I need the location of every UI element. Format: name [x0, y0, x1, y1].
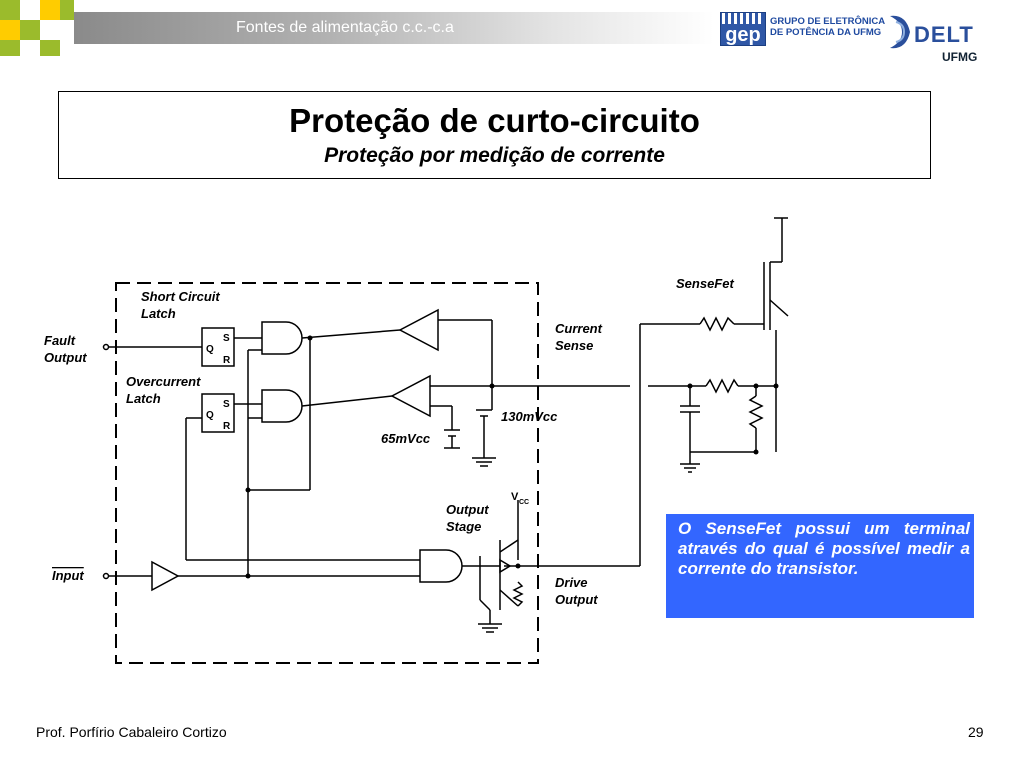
- latch1-r-pin: R: [223, 355, 231, 366]
- latch2-q-pin: Q: [206, 410, 214, 421]
- gep-logo-text: GRUPO DE ELETRÔNICA DE POTÊNCIA DA UFMG: [770, 16, 885, 38]
- label-fault: Fault: [44, 333, 76, 348]
- label-sensefet: SenseFet: [676, 276, 734, 291]
- ufmg-logo: UFMG: [942, 50, 978, 64]
- label-vcc-sub: CC: [519, 499, 529, 506]
- header-bar: [74, 12, 714, 44]
- slide-title: Proteção de curto-circuito: [289, 102, 700, 139]
- header-title: Fontes de alimentação c.c.-c.a: [236, 19, 454, 36]
- gep-line-2: DE POTÊNCIA DA UFMG: [770, 27, 882, 38]
- ic-outline: [115, 282, 539, 664]
- label-input: Input: [52, 568, 84, 583]
- and-gate-2: [261, 389, 303, 423]
- gep-line-1: GRUPO DE ELETRÔNICA: [770, 16, 886, 27]
- latch2-s-pin: S: [223, 399, 230, 410]
- label-short-circuit-latch: Latch: [141, 306, 176, 321]
- gep-logo-stripe: [722, 13, 764, 24]
- slide-subtitle: Proteção por medição de corrente: [324, 144, 665, 167]
- label-short-circuit: Short Circuit: [141, 289, 220, 304]
- label-vcc: V: [511, 491, 519, 503]
- comparator-2: [390, 374, 431, 418]
- delt-logo-text: DELT: [914, 22, 974, 47]
- overcurrent-latch: [201, 393, 235, 433]
- footer-page-number: 29: [968, 724, 984, 740]
- label-drive-output: Output: [555, 592, 598, 607]
- and-gate-3: [419, 549, 463, 583]
- label-65mvcc: 65mVcc: [381, 431, 431, 446]
- footer-author: Prof. Porfírio Cabaleiro Cortizo: [36, 724, 227, 740]
- comparator-1: [398, 308, 439, 352]
- slide-title-box: Proteção de curto-circuito Proteção por …: [58, 91, 931, 179]
- label-output-stage: Stage: [446, 519, 481, 534]
- latch2-r-pin: R: [223, 421, 231, 432]
- label-current-sense: Sense: [555, 338, 593, 353]
- label-overcurrent-latch: Latch: [126, 391, 161, 406]
- label-output: Output: [446, 502, 489, 517]
- label-overcurrent: Overcurrent: [126, 374, 201, 389]
- label-fault-output: Output: [44, 350, 87, 365]
- input-buffer: [151, 560, 180, 592]
- label-drive: Drive: [555, 575, 588, 590]
- note-box: O SenseFet possui um terminal através do…: [666, 514, 974, 618]
- delt-logo: DELT: [890, 15, 974, 49]
- label-130mvcc: 130mVcc: [501, 409, 558, 424]
- latch1-q-pin: Q: [206, 344, 214, 355]
- latch1-s-pin: S: [223, 333, 230, 344]
- label-current: Current: [555, 321, 603, 336]
- and-gate-1: [261, 321, 303, 355]
